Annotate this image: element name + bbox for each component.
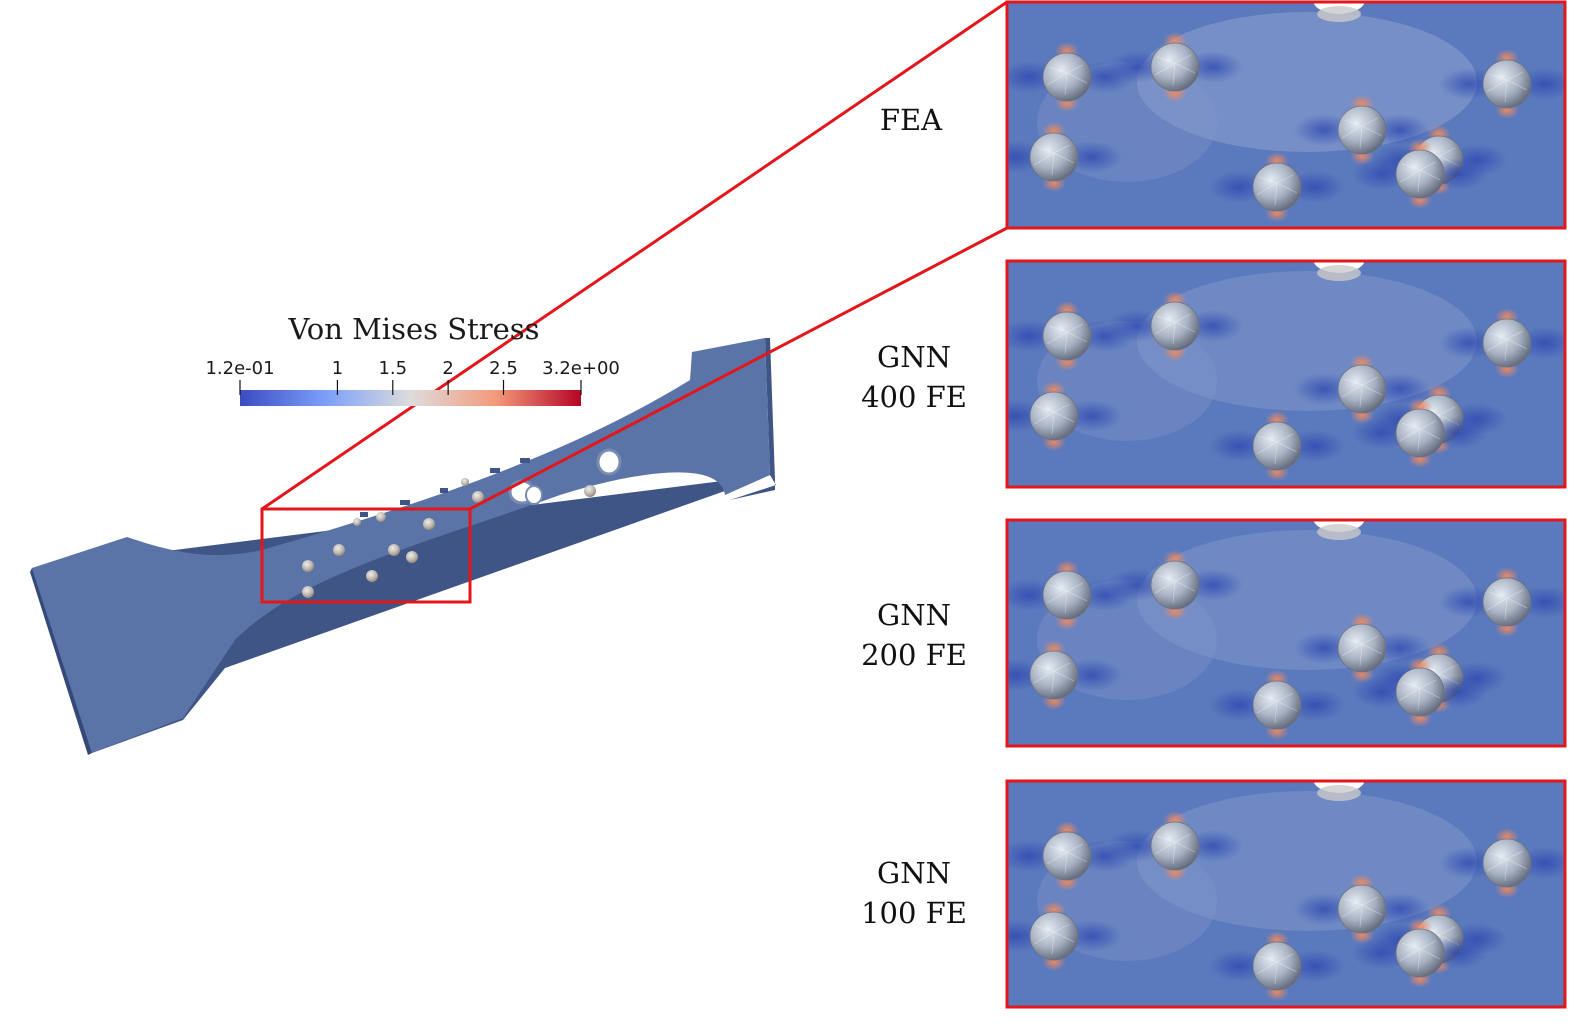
inclusion-sphere <box>1482 318 1532 368</box>
panel-label-fea: FEA <box>880 103 943 137</box>
stress-panel-frame <box>1005 259 1567 489</box>
inclusion-sphere <box>1482 577 1532 627</box>
colorbar-gradient <box>240 390 581 406</box>
stress-panel <box>1005 779 1567 1009</box>
inclusion-sphere <box>1337 623 1387 673</box>
inclusion-sphere <box>1150 560 1200 610</box>
zoom-connector-bottom <box>469 226 1008 511</box>
colorbar-tick-label: 1.2e-01 <box>205 358 274 379</box>
panel-label-gnn400-l1: GNN <box>877 340 951 374</box>
stress-panel-frame <box>1005 0 1567 230</box>
inclusion-sphere <box>1029 650 1079 700</box>
specimen-left-end <box>30 568 92 755</box>
inclusion-sphere <box>1150 42 1200 92</box>
panel-label-gnn400-l2: 400 FE <box>861 380 967 414</box>
inclusion-sphere <box>1337 884 1387 934</box>
inclusion-sphere <box>1252 941 1302 991</box>
inclusion-sphere <box>1150 821 1200 871</box>
colorbar-tick-label: 3.2e+00 <box>542 358 620 379</box>
stress-panel <box>1005 518 1567 748</box>
specimen-spheres <box>302 478 596 598</box>
specimen-top-face <box>32 338 770 753</box>
inclusion-sphere <box>1029 132 1079 182</box>
zoom-indicator <box>260 0 1008 604</box>
specimen-hole <box>596 448 622 476</box>
stress-panel <box>1005 0 1567 230</box>
stress-panel-frame <box>1005 779 1567 1009</box>
panel-label-gnn100-l2: 100 FE <box>861 896 967 930</box>
specimen-3d <box>30 338 776 755</box>
stress-panel <box>1005 259 1567 489</box>
inclusion-sphere <box>1042 52 1092 102</box>
zoom-connector-top <box>261 0 1008 511</box>
inclusion-sphere <box>1482 838 1532 888</box>
colorbar-tick-label: 1.5 <box>378 358 407 379</box>
inclusion-sphere <box>1042 831 1092 881</box>
inclusion-sphere <box>1395 928 1445 978</box>
inclusion-sphere <box>1042 311 1092 361</box>
inclusion-sphere <box>1150 301 1200 351</box>
panel-labels: FEA GNN 400 FE GNN 200 FE GNN 100 FE <box>861 103 967 930</box>
panel-label-gnn200-l1: GNN <box>877 598 951 632</box>
inclusion-sphere <box>1482 59 1532 109</box>
inclusion-sphere <box>1337 364 1387 414</box>
colorbar-tick-label: 1 <box>332 358 343 379</box>
inclusion-sphere <box>1252 162 1302 212</box>
inclusion-sphere <box>1395 149 1445 199</box>
inclusion-sphere <box>1029 391 1079 441</box>
inclusion-sphere <box>1029 911 1079 961</box>
inclusion-sphere <box>1395 408 1445 458</box>
inclusion-sphere <box>1252 680 1302 730</box>
colorbar-tick-label: 2 <box>442 358 453 379</box>
stress-panels <box>1005 0 1567 1009</box>
panel-label-gnn200-l2: 200 FE <box>861 638 967 672</box>
inclusion-sphere <box>1395 667 1445 717</box>
inclusion-sphere <box>1042 570 1092 620</box>
colorbar-tick-label: 2.5 <box>489 358 518 379</box>
inclusion-sphere <box>1337 105 1387 155</box>
specimen-notches <box>360 458 530 517</box>
colorbar-title: Von Mises Stress <box>287 312 539 346</box>
colorbar-ticks: 1.2e-01 1 1.5 2 2.5 3.2e+00 <box>205 358 620 395</box>
panel-label-gnn100-l1: GNN <box>877 856 951 890</box>
zoom-rect <box>260 507 472 604</box>
specimen-hole <box>525 485 543 505</box>
inclusion-sphere <box>1252 421 1302 471</box>
colorbar: Von Mises Stress 1.2e-01 1 1.5 2 2.5 3.2e+00 <box>205 312 620 406</box>
stress-panel-frame <box>1005 518 1567 748</box>
